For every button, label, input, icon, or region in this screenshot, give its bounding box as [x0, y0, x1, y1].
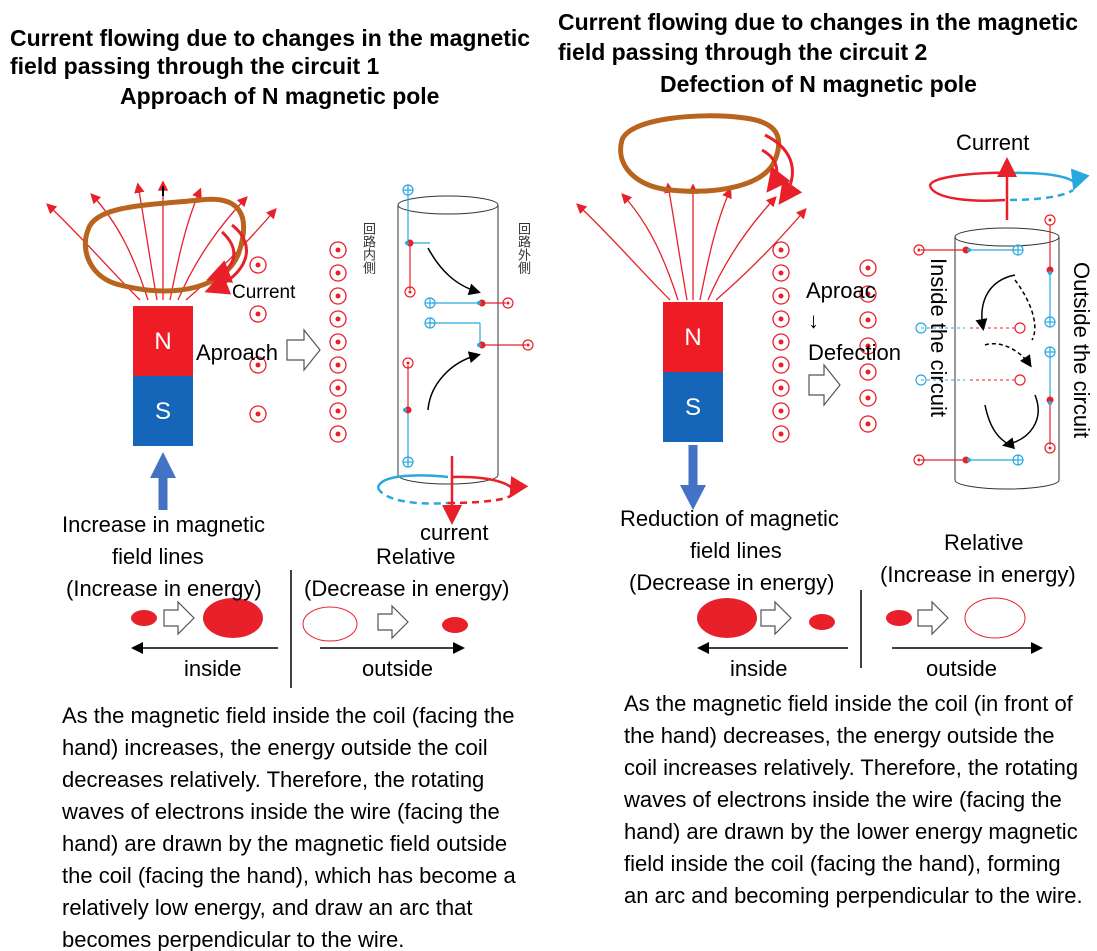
- left-title-line1: Current flowing due to changes in the ma…: [10, 25, 531, 51]
- left-title-line2: field passing through the circuit 1: [10, 53, 380, 79]
- left-approach-arrow: [286, 328, 321, 372]
- left-explanation: As the magnetic field inside the coil (f…: [62, 700, 522, 951]
- left-approach-label: Aproach: [196, 340, 278, 365]
- right-subtitle: Defection of N magnetic pole: [660, 71, 977, 97]
- right-field-lines: [576, 182, 807, 301]
- right-increase-energy: (Increase in energy): [880, 562, 1076, 587]
- right-reduction-line1: Reduction of magnetic: [620, 506, 839, 531]
- right-dot-symbols: [772, 241, 877, 443]
- left-current-lower-label: current: [420, 520, 489, 545]
- right-explanation: As the magnetic field inside the coil (i…: [624, 688, 1084, 912]
- left-current-label: Current: [232, 282, 296, 303]
- left-dot-symbols: [249, 241, 347, 443]
- left-black-arc-lower: [427, 351, 481, 411]
- left-black-arc-upper: [427, 247, 481, 296]
- left-increase-line1: Increase in magnetic: [62, 512, 265, 537]
- left-decrease-energy: (Decrease in energy): [304, 576, 510, 601]
- right-black-arc-upper-left: [975, 274, 1016, 331]
- right-magnet-n: [663, 302, 723, 372]
- left-increase-energy: (Increase in energy): [66, 576, 262, 601]
- right-relative: Relative: [944, 530, 1024, 555]
- right-vert-outside: Outside the circuit: [1069, 262, 1094, 439]
- right-magnet-s: [663, 372, 723, 442]
- left-wire-cylinder: [397, 195, 499, 485]
- right-pole-s-label: S: [684, 394, 701, 421]
- right-aproac-label: Aproac: [806, 278, 876, 303]
- left-pole-n-label: N: [154, 328, 172, 355]
- right-black-arc-lower: [1002, 394, 1039, 450]
- right-title-line2: field passing through the circuit 2: [558, 39, 928, 65]
- left-magnet-s: [133, 376, 193, 446]
- right-reduction-line2: field lines: [690, 538, 782, 563]
- left-coil-current-arrow: [204, 223, 248, 295]
- right-wire-cylinder: [954, 227, 1060, 490]
- left-magnet-n: [133, 306, 193, 376]
- left-outside-label: outside: [362, 656, 433, 681]
- left-small-red-ellipse: [131, 610, 157, 626]
- left-relative: Relative: [376, 544, 456, 569]
- right-inside-label: inside: [730, 656, 788, 681]
- right-defection-arrow: [808, 363, 841, 407]
- left-vert-outside: 回路外側: [516, 222, 531, 274]
- left-coil: [82, 196, 247, 294]
- right-decrease-energy: (Decrease in energy): [629, 570, 835, 595]
- left-increase-line2: field lines: [112, 544, 204, 569]
- right-explanation-text: As the magnetic field inside the coil (i…: [624, 691, 1083, 908]
- right-current-label: Current: [956, 130, 1030, 155]
- left-subtitle: Approach of N magnetic pole: [120, 83, 440, 109]
- left-pole-s-label: S: [154, 398, 171, 425]
- right-outside-label: outside: [926, 656, 997, 681]
- left-vert-inside: 回路内側: [361, 222, 376, 274]
- right-arrow-down-label: ↓: [808, 308, 819, 333]
- right-defection-label: Defection: [808, 340, 901, 365]
- right-pole-n-label: N: [684, 324, 702, 351]
- right-title-line1: Current flowing due to changes in the ma…: [558, 9, 1079, 35]
- right-vert-inside: Inside the circuit: [926, 258, 951, 417]
- left-explanation-text: As the magnetic field inside the coil (f…: [62, 703, 516, 951]
- left-inside-label: inside: [184, 656, 242, 681]
- right-coil: [618, 113, 782, 194]
